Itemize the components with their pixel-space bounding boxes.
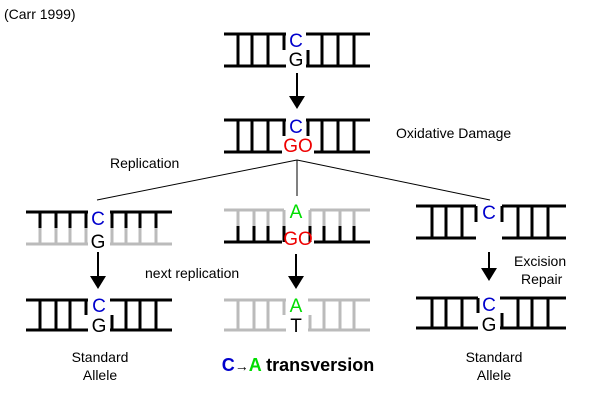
oxidative-damage-label: Oxidative Damage: [396, 125, 511, 141]
base-damaged-go: GO: [283, 136, 313, 157]
base-damaged-c: C: [289, 117, 303, 138]
replication-branch-lines: [96, 159, 491, 201]
next-replication-label: next replication: [145, 265, 239, 281]
base-bottom-right-c: C: [482, 295, 496, 316]
arrow-down-icon: [289, 73, 305, 109]
transversion-to: A: [249, 355, 262, 375]
dna-duplex-middle-branch: [224, 208, 370, 244]
citation-label: (Carr 1999): [4, 6, 76, 22]
base-right-c: C: [482, 203, 496, 224]
dna-duplex-right-branch: [416, 204, 566, 240]
arrow-down-icon: [90, 252, 106, 289]
arrow-down-icon: [481, 252, 497, 281]
base-bottom-middle-t: T: [290, 316, 302, 337]
standard-allele-left-line1: Standard: [72, 349, 129, 365]
transversion-word: transversion: [261, 355, 374, 375]
base-left-g: G: [91, 232, 106, 253]
transversion-title: C→A transversion: [222, 355, 374, 375]
base-bottom-left-g: G: [92, 316, 107, 337]
transversion-arrow: →: [235, 358, 249, 374]
standard-allele-right-line1: Standard: [466, 349, 523, 365]
base-bottom-left-c: C: [92, 296, 106, 317]
base-left-c: C: [91, 209, 105, 230]
base-bottom-right-g: G: [482, 315, 497, 336]
repair-label: Repair: [521, 271, 563, 287]
dna-duplex-bottom-right: [416, 296, 566, 330]
standard-allele-left-line2: Allele: [83, 367, 117, 383]
base-middle-go: GO: [283, 229, 313, 250]
dna-duplex-original: [224, 32, 370, 68]
standard-allele-right-line2: Allele: [477, 367, 511, 383]
base-top-g: G: [289, 50, 304, 71]
arrow-down-icon: [288, 254, 304, 289]
dna-duplex-damaged: [224, 118, 370, 154]
excision-label: Excision: [514, 253, 566, 269]
base-top-c: C: [289, 31, 303, 52]
dna-duplex-bottom-middle: [224, 298, 370, 332]
replication-label: Replication: [110, 155, 179, 171]
base-bottom-middle-a: A: [290, 296, 303, 317]
dna-duplex-left-branch: [26, 210, 172, 246]
base-middle-a: A: [290, 202, 303, 223]
transversion-from: C: [222, 355, 235, 375]
dna-duplex-bottom-left: [26, 298, 172, 332]
